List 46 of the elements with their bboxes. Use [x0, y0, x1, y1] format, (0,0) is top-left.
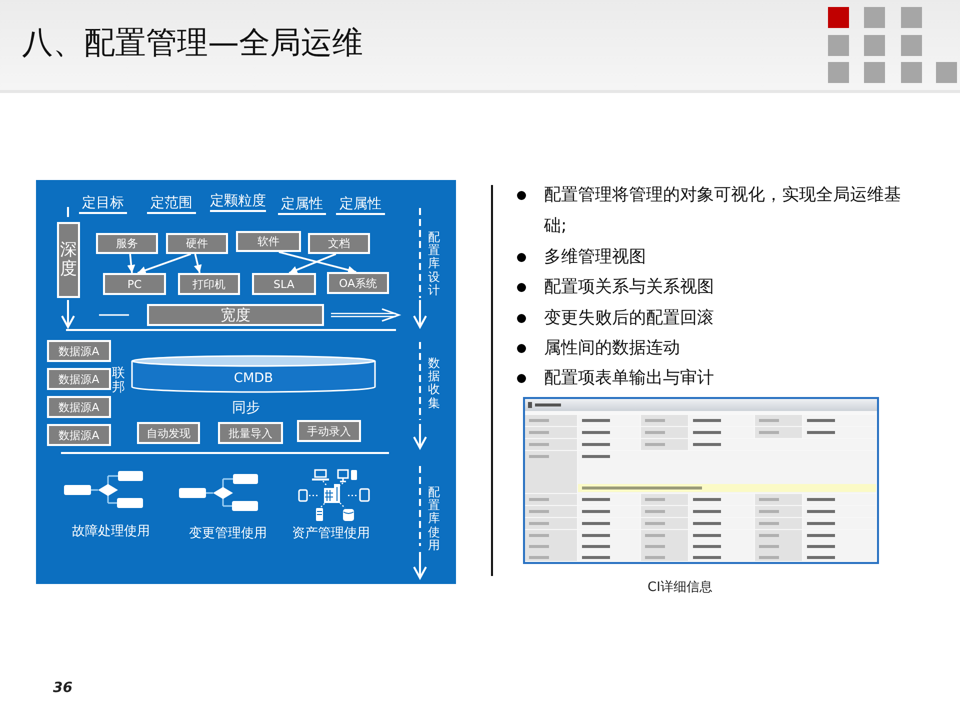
page-number: 36 [53, 679, 72, 697]
vertical-label: 配置库设计 [428, 231, 440, 297]
item-box: 数据源A [47, 396, 111, 418]
icon-caption: 故障处理使用 [71, 523, 151, 540]
bullet-text: 变更失败后的配置回滚 [544, 307, 715, 330]
slide-title: 八、配置管理—全局运维 [22, 24, 363, 62]
vertical-label: 数据收集 [428, 357, 440, 410]
vertical-label: 联邦 [112, 367, 125, 396]
item-box: 文档 [308, 233, 370, 254]
item-box: 深度 [57, 222, 80, 298]
bullet-text: 多维管理视图 [544, 246, 647, 269]
column-heading: 定范围 [147, 195, 196, 214]
item-box: SLA [252, 273, 316, 295]
bullet-text: 配置项表单输出与审计 [544, 367, 715, 390]
icon-caption: 资产管理使用 [291, 525, 371, 542]
arrow [194, 254, 202, 274]
bullet-text: 配置管理将管理的对象可视化，实现全局运维基础; [544, 184, 902, 238]
arrow [137, 253, 192, 274]
column-heading: 定属性 [278, 196, 326, 215]
item-box: 硬件 [166, 233, 228, 254]
item-box: 批量导入 [218, 422, 283, 444]
item-box: 数据源A [47, 424, 111, 446]
database-cylinder: CMDB [131, 355, 376, 393]
item-box: PC [103, 273, 166, 295]
item-box: 数据源A [47, 340, 111, 362]
arrow [127, 254, 136, 274]
vertical-label: 配置库使用 [428, 486, 440, 552]
arrow [288, 253, 336, 274]
diagram-panel [36, 180, 456, 584]
item-box: 宽度 [147, 304, 324, 326]
annotation-label: 同步 [231, 400, 261, 417]
column-heading: 定属性 [336, 196, 385, 215]
item-box: OA系统 [327, 272, 389, 294]
item-box: 服务 [96, 233, 158, 254]
item-box: 软件 [236, 231, 301, 252]
arrow [278, 251, 356, 274]
item-box: 手动录入 [297, 420, 361, 442]
icon-caption: 变更管理使用 [188, 525, 268, 542]
bullet-text: 配置项关系与关系视图 [544, 276, 715, 299]
column-heading: 定目标 [79, 195, 127, 214]
item-box: 自动发现 [137, 422, 200, 444]
item-box: 打印机 [178, 273, 240, 295]
item-box: 数据源A [47, 368, 111, 390]
column-heading: 定颗粒度 [210, 193, 266, 212]
bullet-text: 属性间的数据连动 [544, 337, 681, 360]
figure-caption: CI详细信息 [646, 580, 714, 596]
